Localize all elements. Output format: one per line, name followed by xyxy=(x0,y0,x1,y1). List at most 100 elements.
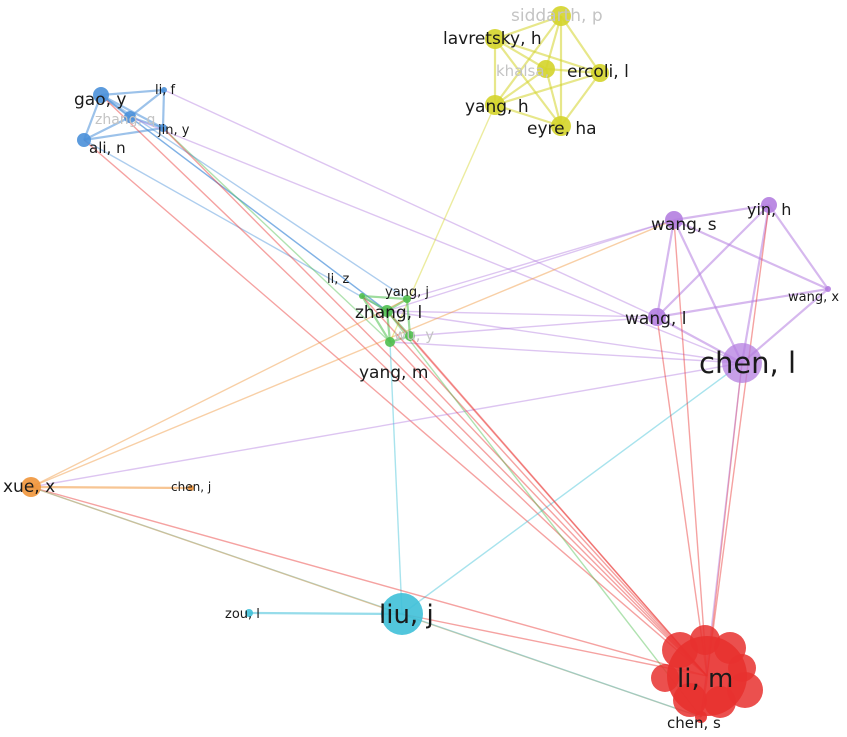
link-wang_l-li_m xyxy=(656,316,708,677)
link-yang_m-li_m xyxy=(389,341,708,677)
node-lavretsky-h[interactable] xyxy=(485,29,505,49)
link-zhang_q-zhang_l xyxy=(129,116,388,312)
label-yang-m: yang, m xyxy=(359,363,428,383)
node-wang-s[interactable] xyxy=(665,211,683,229)
link-xue_x-li_m xyxy=(30,486,708,677)
label-wu-y: wu, y xyxy=(394,326,434,344)
node-li-f[interactable] xyxy=(161,87,167,93)
node-wang-x[interactable] xyxy=(825,286,831,292)
link-wu_y-li_m xyxy=(409,335,708,677)
link-wang_l-zhang_l xyxy=(386,310,658,318)
link-gao_y-ali_n xyxy=(82,94,103,141)
link-zhang_l-li_m xyxy=(386,310,708,677)
link-yin_h-wang_l xyxy=(656,204,770,318)
link-ali_n-zhang_l xyxy=(83,139,388,312)
node-xue-x[interactable] xyxy=(21,477,41,497)
link-siddarth_p-ercoli_l xyxy=(560,15,601,74)
link-wang_s-yang_j xyxy=(406,219,675,300)
node-yin-h[interactable] xyxy=(761,197,777,213)
node-chen-l[interactable] xyxy=(722,343,762,383)
link-wang_s-yin_h xyxy=(673,203,770,222)
label-zhang-q: zhang, q xyxy=(95,112,155,128)
link-yang_j-wu_y xyxy=(405,298,412,337)
label-li-z: li, z xyxy=(327,272,349,287)
link-khalsa-ercoli_l xyxy=(545,67,601,75)
node-ercoli-l[interactable] xyxy=(591,64,609,82)
label-wang-l: wang, l xyxy=(625,309,686,329)
links-layer xyxy=(30,14,829,718)
link-wang_s-wang_x xyxy=(673,218,829,291)
node-wang-l[interactable] xyxy=(648,308,666,326)
node-jin-y[interactable] xyxy=(159,124,167,132)
link-chen_l-xue_x xyxy=(30,362,743,488)
label-li-f: li, f xyxy=(155,83,175,98)
link-zhang_q-chen_l xyxy=(129,116,743,364)
link-chen_l-zhang_l xyxy=(386,310,743,364)
link-gao_y-li_f xyxy=(100,88,165,97)
node-liu-j[interactable] xyxy=(381,593,423,635)
link-xue_x-chen_s xyxy=(30,486,702,718)
link-yang_j-xue_x xyxy=(30,298,408,488)
link-ali_n-jin_y xyxy=(83,126,164,142)
link-wang_l-wu_y xyxy=(409,316,658,337)
link-chen_l-yang_m xyxy=(389,341,743,364)
label-eyre-ha: eyre, ha xyxy=(527,119,597,139)
link-li_f-wang_l xyxy=(163,89,658,318)
node-zhang-l[interactable] xyxy=(381,305,393,317)
label-lavretsky-h: lavretsky, h xyxy=(443,29,542,49)
link-chen_l-li_m xyxy=(706,362,743,677)
link-khalsa-yang_h xyxy=(494,68,547,106)
link-gao_y-yang_j xyxy=(100,94,408,300)
link-liu_j-li_m xyxy=(401,613,708,677)
label-wang-s: wang, s xyxy=(651,215,717,235)
node-khalsa[interactable] xyxy=(537,60,555,78)
node-li-z[interactable] xyxy=(359,293,365,299)
label-gao-y: gao, y xyxy=(74,90,126,110)
link-gao_y-li_m xyxy=(100,94,708,677)
node-chen-j[interactable] xyxy=(188,485,194,491)
link-xue_x-liu_j xyxy=(30,486,403,615)
link-chen_l-liu_j xyxy=(401,362,743,615)
node-gao-y[interactable] xyxy=(93,87,109,103)
label-siddarth-p: siddarth, p xyxy=(511,6,603,26)
node-yang-m[interactable] xyxy=(385,337,395,347)
link-wang_x-wang_l xyxy=(656,287,829,319)
link-wang_s-wang_l xyxy=(655,219,676,318)
link-wang_s-xue_x xyxy=(30,219,675,488)
label-chen-j: chen, j xyxy=(171,480,211,494)
node-siddarth-p[interactable] xyxy=(551,6,571,26)
link-xue_x-chen_j xyxy=(30,485,192,490)
link-zhang_q-ali_n xyxy=(83,116,131,141)
label-yin-h: yin, h xyxy=(747,200,791,219)
link-liu_j-chen_s xyxy=(401,613,702,718)
link-zou_l-liu_j xyxy=(248,611,403,616)
label-xue-x: xue, x xyxy=(3,477,55,497)
link-jin_y-li_m xyxy=(162,127,708,677)
node-ali-n[interactable] xyxy=(77,133,91,147)
node-li-m[interactable] xyxy=(667,636,747,716)
label-jin-y: jin, y xyxy=(157,123,190,138)
link-zhang_l-chen_s xyxy=(386,310,702,718)
link-wang_s-li_m xyxy=(673,219,708,677)
node-zhang-q[interactable] xyxy=(124,111,136,123)
link-yin_h-chen_l xyxy=(740,204,771,364)
node-chen-s[interactable] xyxy=(695,711,707,723)
link-siddarth_p-yang_h xyxy=(494,15,562,106)
node-wu-y[interactable] xyxy=(405,331,415,341)
label-zou-l: zou, l xyxy=(225,607,260,622)
link-siddarth_p-lavretsky_h xyxy=(494,14,562,41)
node-yang-h[interactable] xyxy=(485,95,505,115)
label-wang-x: wang, x xyxy=(788,290,839,305)
node-zou-l[interactable] xyxy=(245,609,253,617)
nodes-layer xyxy=(21,6,831,723)
link-li_z-yang_j xyxy=(361,294,408,301)
link-li_z-yang_m xyxy=(361,295,391,343)
node-eyre-ha[interactable] xyxy=(551,116,571,136)
link-lavretsky_h-ercoli_l xyxy=(494,37,601,75)
link-yang_m-liu_j xyxy=(389,341,403,615)
link-li_z-li_m xyxy=(361,295,708,677)
label-li-m: li, m xyxy=(677,664,733,694)
node-yang-j[interactable] xyxy=(403,295,411,303)
label-zhang-l: zhang, l xyxy=(355,303,422,323)
